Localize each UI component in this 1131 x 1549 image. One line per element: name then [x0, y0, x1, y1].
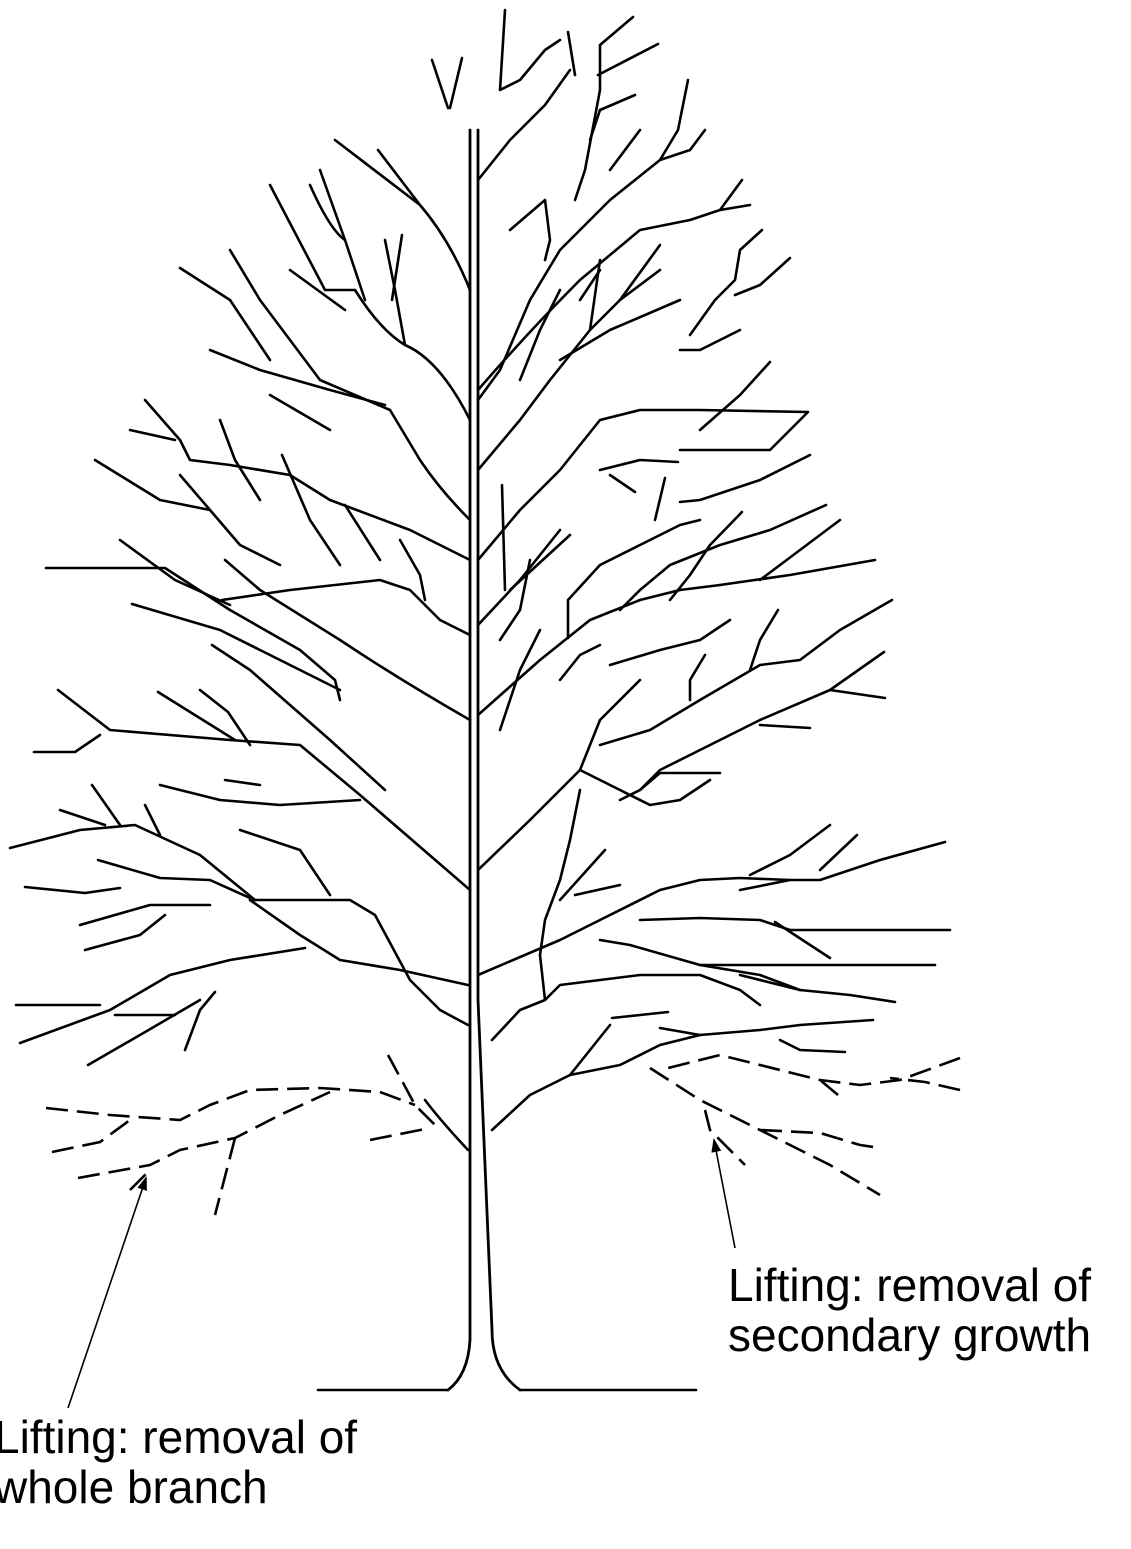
- label-whole-branch-line2: whole branch: [0, 1462, 357, 1512]
- label-secondary-growth-line2: secondary growth: [728, 1310, 1091, 1360]
- label-secondary-growth: Lifting: removal of secondary growth: [728, 1260, 1091, 1360]
- label-whole-branch: Lifting: removal of whole branch: [0, 1412, 357, 1512]
- leader-whole-branch-arrow: [68, 1178, 146, 1408]
- label-whole-branch-line1: Lifting: removal of: [0, 1412, 357, 1462]
- label-secondary-growth-line1: Lifting: removal of: [728, 1260, 1091, 1310]
- leader-secondary-growth-arrow: [714, 1140, 735, 1248]
- tree-trunk: [448, 130, 520, 1390]
- callout-leaders: [68, 1140, 735, 1408]
- removed-growth-dashed: [46, 1055, 960, 1215]
- tree-branches: [10, 10, 950, 1150]
